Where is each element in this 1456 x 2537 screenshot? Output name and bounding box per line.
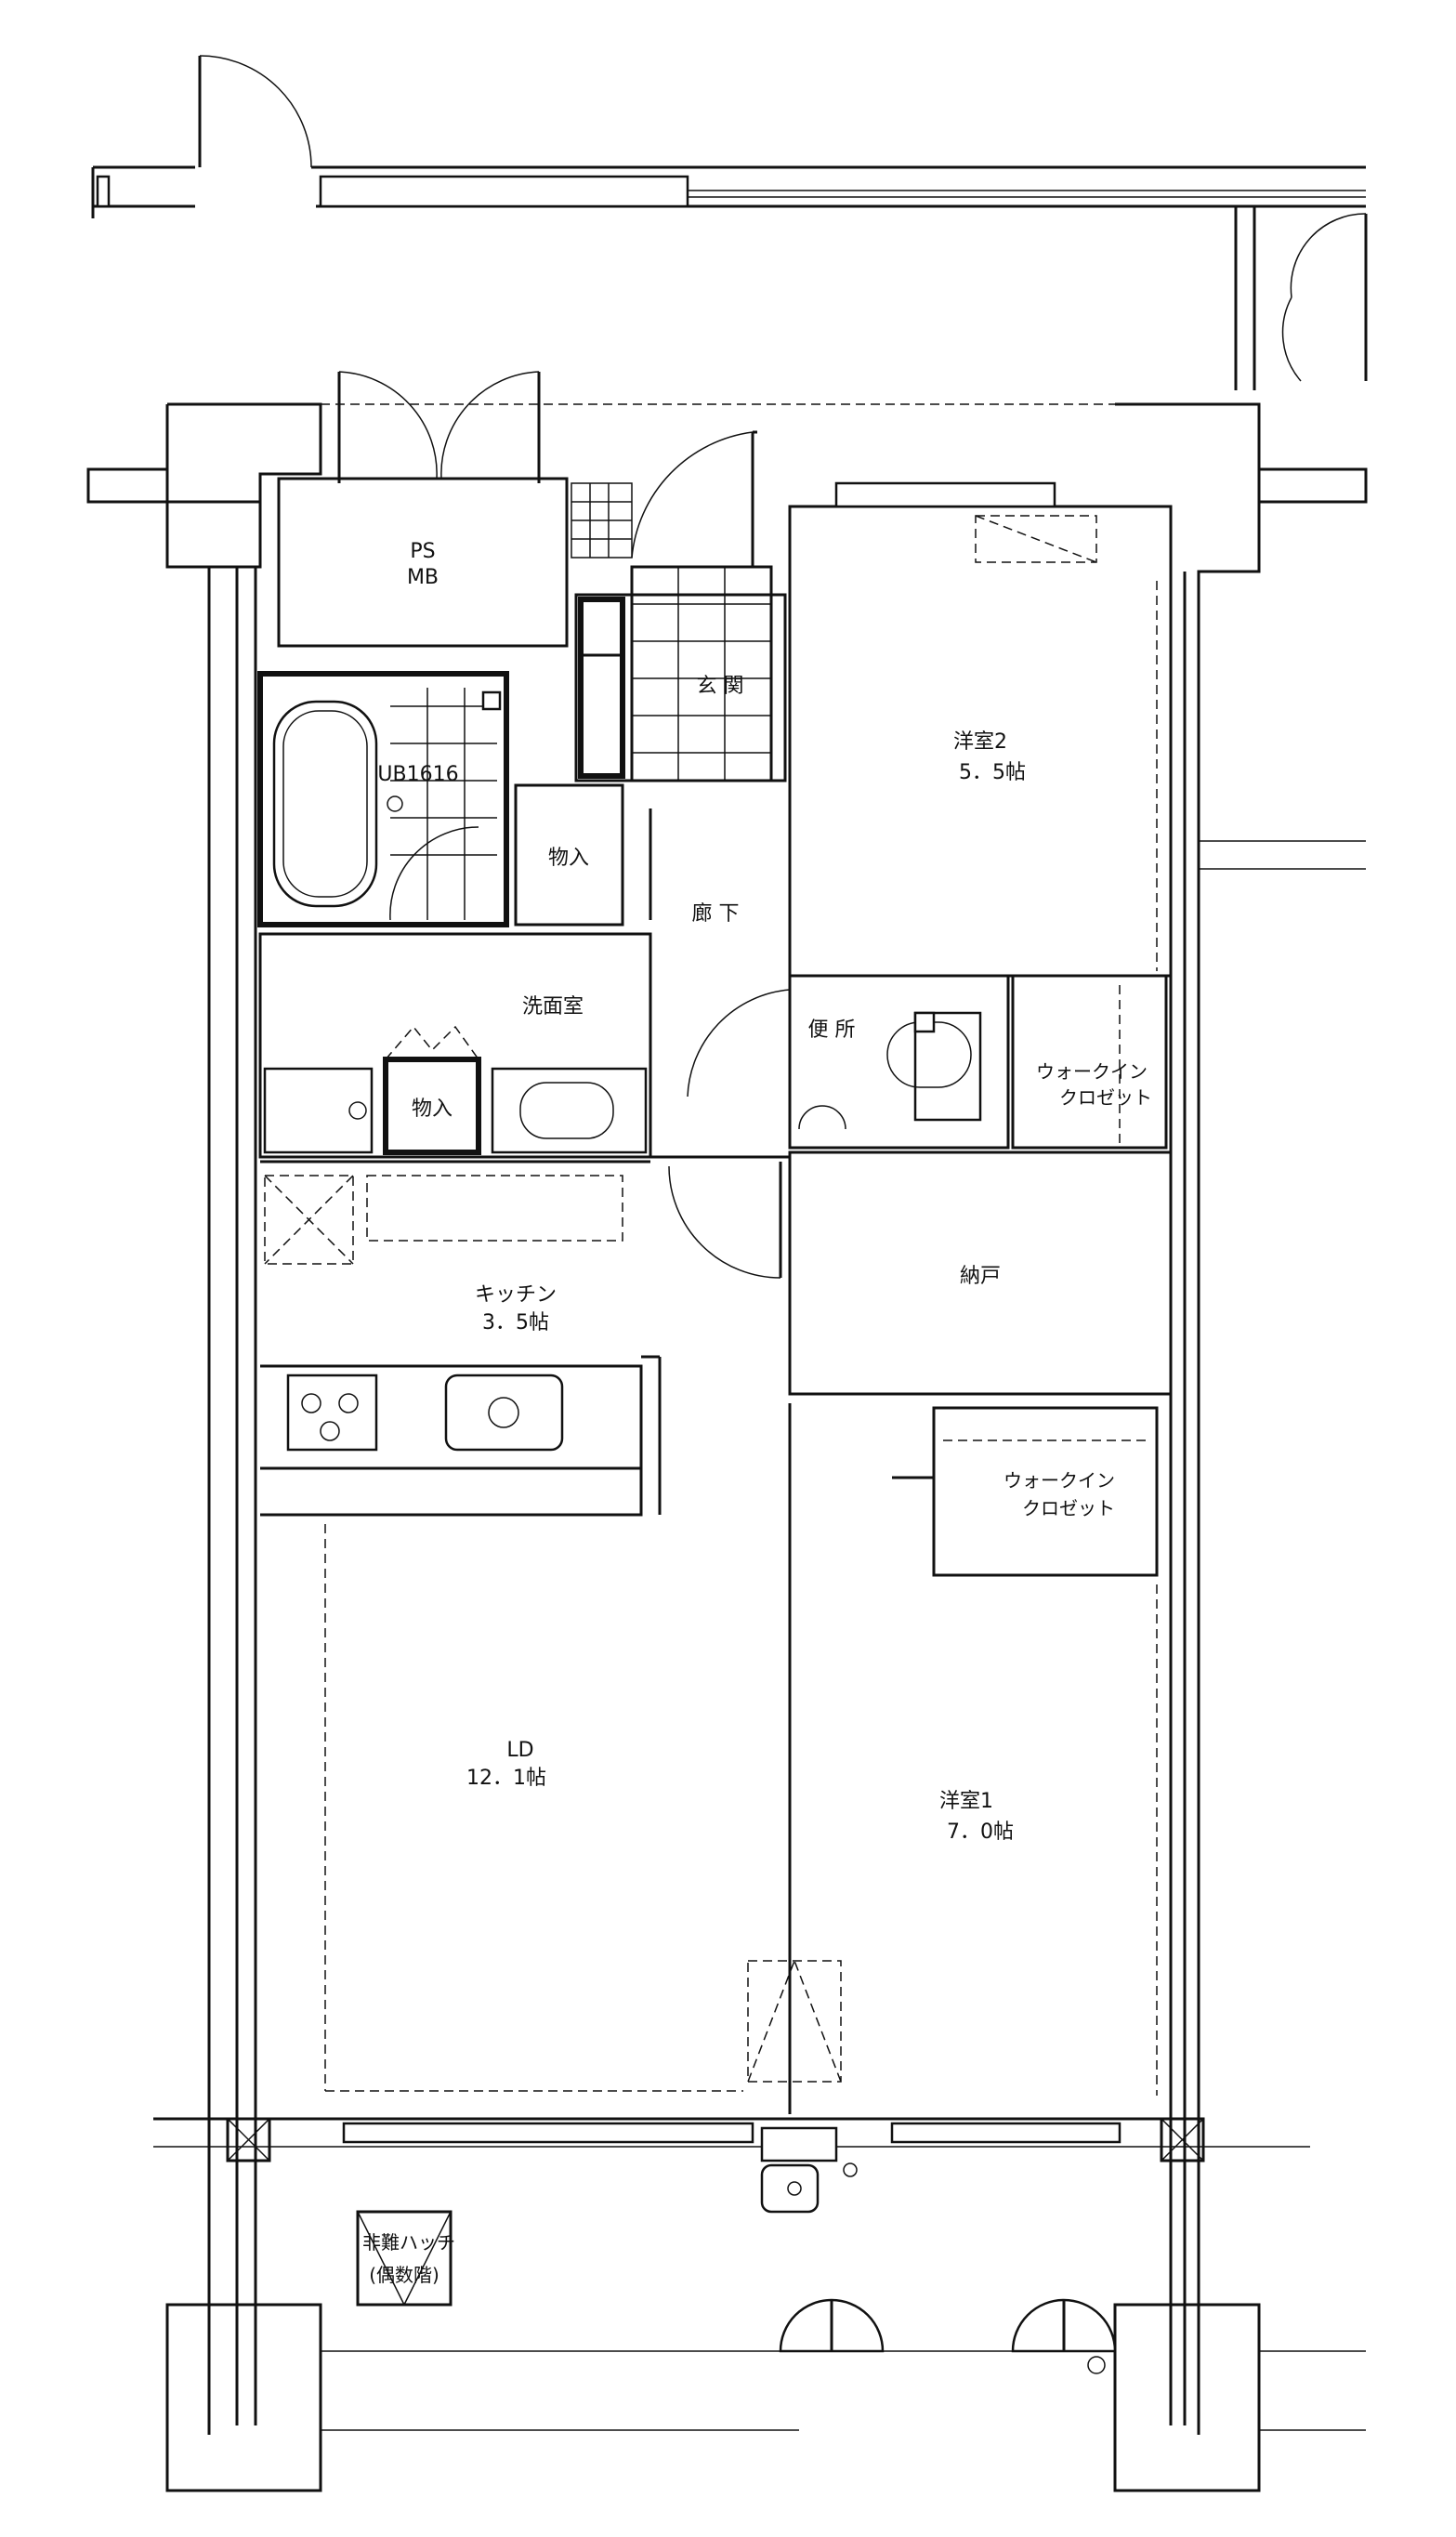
western-room-1-name: 洋室1 <box>939 1790 993 1813</box>
western-room-2: 洋室2 5．5帖 <box>788 481 1173 978</box>
outer-walls <box>86 402 1368 2435</box>
toilet-label: 便 所 <box>808 1019 856 1042</box>
ps-label: PS <box>410 540 435 563</box>
ld-name: LD <box>506 1739 533 1762</box>
gate-door-right[interactable] <box>1281 213 1368 382</box>
western-room-1-size: 7．0帖 <box>947 1821 1014 1844</box>
exterior-corridor <box>91 165 1366 390</box>
western-room-2-size: 5．5帖 <box>959 761 1026 784</box>
hallway: 廊 下 <box>649 734 792 971</box>
balcony <box>153 2117 1366 2492</box>
nando-label: 納戸 <box>960 1265 1001 1288</box>
kitchen: キッチン 3．5帖 <box>260 1160 662 1517</box>
storage-1: 物入 <box>514 783 624 927</box>
kitchen-name: キッチン <box>475 1283 557 1307</box>
storage-2-label: 物入 <box>412 1098 453 1121</box>
walk-in-closet-2: ウォークイン クロゼット <box>892 1406 1159 1577</box>
wic-2-line2: クロゼット <box>1022 1497 1115 1519</box>
walk-in-closet-1: ウォークイン クロゼット <box>1011 974 1168 1150</box>
ps-mb-room: PS MB <box>277 477 569 648</box>
ps-mb-doors[interactable] <box>337 371 541 483</box>
kitchen-size: 3．5帖 <box>482 1311 549 1334</box>
toilet-room: 便 所 <box>788 974 1010 1150</box>
mb-label: MB <box>407 566 439 589</box>
genkan-room: 玄 関 <box>574 565 787 782</box>
unit-bath: UB1616 <box>257 671 509 927</box>
ld-size: 12．1帖 <box>466 1767 546 1790</box>
washroom: 洗面室 <box>258 932 790 1159</box>
entrance-door[interactable] <box>631 430 757 567</box>
hatch-line1: 非難ハッチ <box>362 2231 455 2254</box>
escape-hatch: 非難ハッチ (偶数階) <box>356 2210 455 2307</box>
unit-bath-label: UB1616 <box>377 763 458 786</box>
hallway-label: 廊 下 <box>692 902 740 926</box>
wic-2-line1: ウォークイン <box>1003 1469 1115 1492</box>
living-dining: LD 12．1帖 <box>324 1403 792 2114</box>
hatch-line2: (偶数階) <box>369 2264 439 2286</box>
storage-2: 物入 <box>383 1025 481 1155</box>
gate-door-left[interactable] <box>198 55 316 169</box>
storage-1-label: 物入 <box>548 847 589 870</box>
washroom-label: 洗面室 <box>522 995 584 1019</box>
western-room-2-name: 洋室2 <box>953 730 1007 754</box>
genkan-label: 玄 関 <box>697 675 744 698</box>
wic-1-line2: クロゼット <box>1059 1086 1152 1109</box>
kitchen-door[interactable] <box>668 1162 782 1279</box>
western-room-1: 洋室1 7．0帖 <box>747 1584 1158 2096</box>
entrance-tile <box>571 482 633 559</box>
washroom-door[interactable] <box>687 989 792 1101</box>
wic-1-line1: ウォークイン <box>1036 1060 1148 1083</box>
nando-storeroom: 納戸 <box>788 1150 1173 1396</box>
